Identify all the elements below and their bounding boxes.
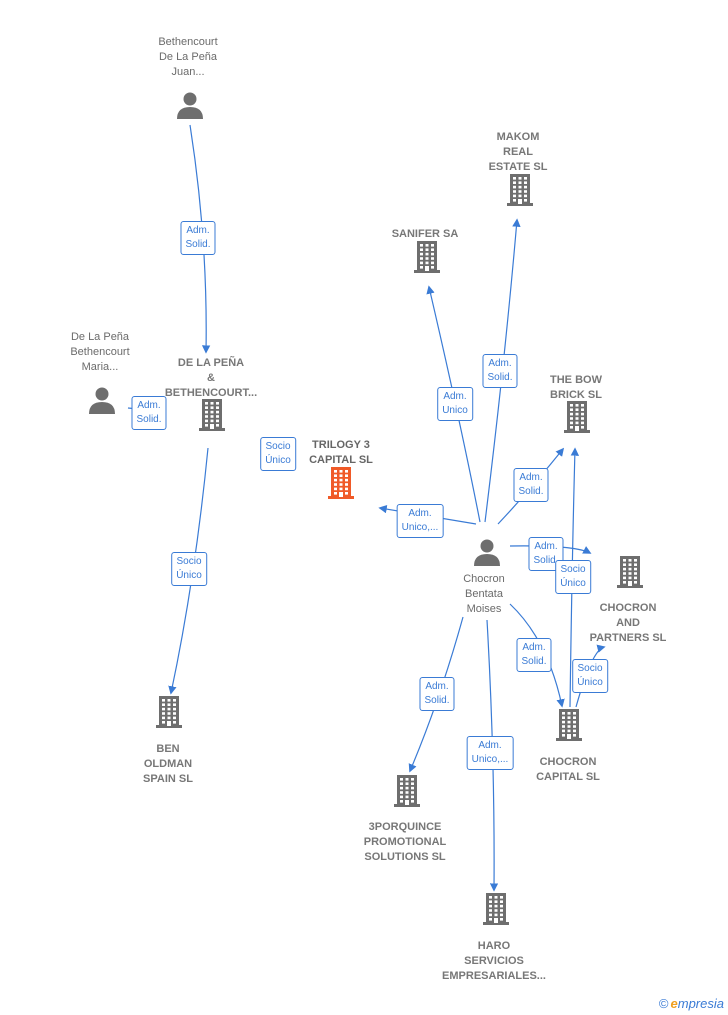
building-icon-sanifer[interactable] xyxy=(412,239,442,278)
brand-name: mpresia xyxy=(677,996,724,1011)
edge-label-chocron-capital-to-the-bow[interactable]: Socio Único xyxy=(555,560,591,594)
node-label-bethencourt-juan[interactable]: Bethencourt De La Peña Juan... xyxy=(158,36,218,78)
edge-label-chocron-moises-to-chocron-partners[interactable]: Adm. Solid. xyxy=(528,537,564,571)
building-icon-haro[interactable] xyxy=(481,891,511,930)
node-label-chocron-partners[interactable]: CHOCRON AND PARTNERS SL xyxy=(589,602,667,644)
edge-label-bethencourt-juan-to-de-la-pena-bethencourt[interactable]: Adm. Solid. xyxy=(180,221,216,255)
building-icon-the-bow[interactable] xyxy=(562,399,592,438)
node-label-de-la-pena-bethencourt[interactable]: DE LA PEÑA & BETHENCOURT... xyxy=(164,357,258,399)
building-icon-trilogy[interactable] xyxy=(326,465,356,504)
node-label-the-bow[interactable]: THE BOW BRICK SL xyxy=(550,374,602,401)
edge-label-chocron-moises-to-the-bow[interactable]: Adm. Solid. xyxy=(513,468,549,502)
building-icon-tres-porquince[interactable] xyxy=(392,773,422,812)
edge-label-chocron-capital-to-chocron-partners[interactable]: Socio Único xyxy=(572,659,608,693)
edge-label-de-la-pena-bethencourt-to-trilogy[interactable]: Socio Único xyxy=(260,437,296,471)
person-icon-de-la-pena-maria[interactable] xyxy=(87,385,117,420)
building-icon-chocron-capital[interactable] xyxy=(554,707,584,746)
person-icon-bethencourt-juan[interactable] xyxy=(175,90,205,125)
node-label-makom[interactable]: MAKOM REAL ESTATE SL xyxy=(488,131,548,173)
person-icon-chocron-moises[interactable] xyxy=(472,537,502,572)
edge-label-chocron-moises-to-trilogy[interactable]: Adm. Unico,... xyxy=(396,504,444,538)
node-label-chocron-moises[interactable]: Chocron Bentata Moises xyxy=(463,573,505,615)
edge-label-de-la-pena-bethencourt-to-ben-oldman[interactable]: Socio Único xyxy=(171,552,207,586)
node-label-sanifer[interactable]: SANIFER SA xyxy=(391,228,459,240)
edge-label-chocron-moises-to-haro[interactable]: Adm. Unico,... xyxy=(466,736,514,770)
edge-label-chocron-moises-to-tres-porquince[interactable]: Adm. Solid. xyxy=(419,677,455,711)
building-icon-makom[interactable] xyxy=(505,172,535,211)
copyright-symbol: © xyxy=(658,996,669,1011)
node-label-ben-oldman[interactable]: BEN OLDMAN SPAIN SL xyxy=(143,743,193,785)
node-label-tres-porquince[interactable]: 3PORQUINCE PROMOTIONAL SOLUTIONS SL xyxy=(363,821,447,863)
building-icon-de-la-pena-bethencourt[interactable] xyxy=(197,397,227,436)
edge-label-chocron-moises-to-sanifer[interactable]: Adm. Unico xyxy=(437,387,473,421)
edge-label-chocron-moises-to-chocron-capital[interactable]: Adm. Solid. xyxy=(516,638,552,672)
edge-label-chocron-moises-to-makom[interactable]: Adm. Solid. xyxy=(482,354,518,388)
building-icon-chocron-partners[interactable] xyxy=(615,554,645,593)
empresia-watermark: ©empresia xyxy=(659,996,724,1011)
node-label-chocron-capital[interactable]: CHOCRON CAPITAL SL xyxy=(536,756,600,783)
building-icon-ben-oldman[interactable] xyxy=(154,694,184,733)
node-label-de-la-pena-maria[interactable]: De La Peña Bethencourt Maria... xyxy=(70,331,130,373)
brand-initial: e xyxy=(670,996,678,1011)
edge-label-de-la-pena-maria-to-de-la-pena-bethencourt[interactable]: Adm. Solid. xyxy=(131,396,167,430)
node-label-haro[interactable]: HARO SERVICIOS EMPRESARIALES... xyxy=(442,940,546,982)
node-label-trilogy[interactable]: TRILOGY 3 CAPITAL SL xyxy=(309,439,373,466)
